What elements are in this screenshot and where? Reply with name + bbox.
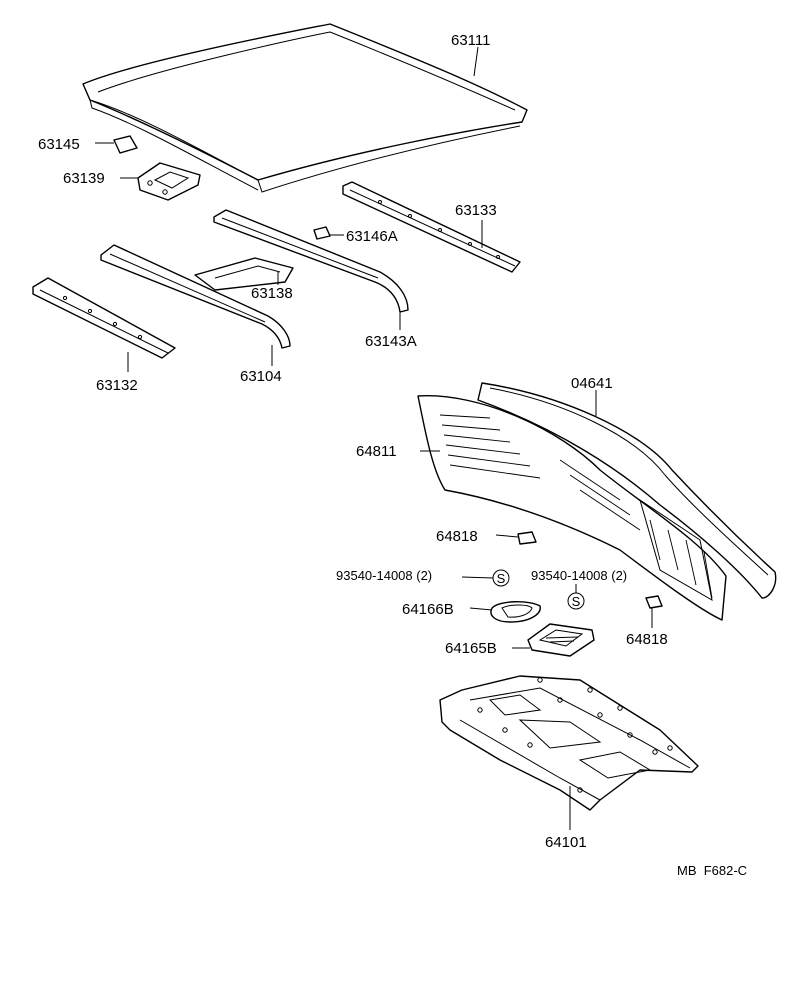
label-64811: 64811 (356, 443, 397, 460)
label-64818-upper: 64818 (436, 528, 478, 545)
label-63143A: 63143A (365, 333, 417, 350)
rail-63143A (213, 209, 409, 313)
label-93540-b: 93540-14008 (2) (531, 568, 627, 583)
screw-symbol-b: S (567, 592, 585, 610)
clip-64818-upper (517, 531, 537, 545)
label-63132: 63132 (96, 377, 138, 394)
label-63138: 63138 (251, 285, 293, 302)
bracket-63139 (137, 162, 201, 201)
label-64165B: 64165B (445, 640, 497, 657)
leader-64166B (469, 607, 493, 611)
screw-symbol-a-label: S (497, 571, 506, 586)
back-glass-64811 (417, 395, 727, 621)
gusset-63138 (194, 257, 294, 291)
reinforcement-63133 (342, 181, 521, 273)
label-63139: 63139 (63, 170, 105, 187)
clip-63146A (313, 226, 331, 240)
cover-64165B (527, 623, 595, 657)
label-63104: 63104 (240, 368, 282, 385)
label-63111: 63111 (451, 32, 491, 49)
leader-64818-upper (495, 534, 519, 538)
figure-code: MB F682-C (677, 863, 747, 878)
screw-symbol-a: S (492, 569, 510, 587)
cross-member-63132 (32, 277, 176, 359)
label-93540-a: 93540-14008 (2) (336, 568, 432, 583)
label-64818-lower: 64818 (626, 631, 668, 648)
leader-63111 (473, 46, 479, 77)
label-64166B: 64166B (402, 601, 454, 618)
label-64101: 64101 (545, 834, 587, 851)
leader-93540-a (461, 576, 494, 579)
roof-panel-63111 (82, 23, 528, 193)
screw-symbol-b-label: S (572, 594, 581, 609)
clip-64818-lower (645, 595, 663, 609)
weatherstrip-04641 (477, 382, 777, 599)
cover-64166B (490, 601, 541, 623)
label-63133: 63133 (455, 202, 497, 219)
clip-63145 (113, 135, 138, 154)
label-04641: 04641 (571, 375, 613, 392)
label-63146A: 63146A (346, 228, 398, 245)
label-63145: 63145 (38, 136, 80, 153)
package-tray-64101 (439, 675, 699, 811)
rail-63104 (100, 244, 291, 349)
